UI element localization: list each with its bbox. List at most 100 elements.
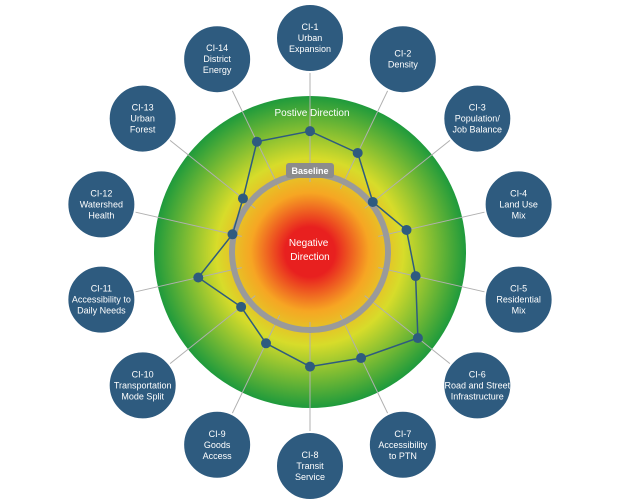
indicator-label-line: Density [388,60,419,70]
indicator-label-line: Access [203,451,233,461]
indicator-label-line: CI-4 [510,188,527,198]
spoke-line [364,295,452,365]
spoke-line [339,89,389,190]
indicator-label-line: Accessibility [378,440,428,450]
indicator-label-line: CI-2 [394,49,411,59]
indicator-point [227,229,238,240]
indicator-label-line: Daily Needs [77,306,126,316]
indicator-label-line: Mix [512,210,526,220]
indicator-label-line: Energy [203,65,232,75]
spoke-line [378,267,486,293]
indicator-node-circle [442,83,513,154]
indicator-label-line: CI-7 [394,429,411,439]
indicator-label-line: Service [295,472,325,482]
negative-direction-label: Negative Direction [289,238,331,263]
indicator-node-circle [66,264,137,335]
indicator-label-line: Urban [130,114,155,124]
gradient-disc [154,96,466,408]
indicator-label-line: Forest [130,125,156,135]
indicator-label-line: Job Balance [453,125,503,135]
spoke-line [231,314,281,415]
indicator-label-line: CI-14 [206,43,228,53]
indicator-node-circle [107,350,178,421]
indicator-node-circle [367,409,438,480]
spoke-line [364,139,452,209]
negative-direction-line: Negative [289,238,329,249]
spoke-line [378,211,486,237]
indicator-label-line: Residential [496,295,541,305]
indicator-node-circle [367,24,438,95]
indicator-point [356,353,367,364]
indicator-point [352,147,363,158]
indicator-point [237,193,248,204]
indicator-label-line: CI-12 [90,188,112,198]
indicator-point [261,338,272,349]
indicator-point [251,136,262,147]
indicator-label-line: CI-1 [301,22,318,32]
indicator-node-circle [483,169,554,240]
negative-direction-line: Direction [290,252,329,263]
indicator-node-circle [275,3,345,73]
indicator-label-line: Transit [296,461,324,471]
indicator-node-circle [442,350,513,421]
indicator-label-line: CI-8 [301,450,318,460]
indicator-label-line: CI-5 [510,284,527,294]
indicator-point [305,361,315,372]
indicator-label-line: Accessibility to [72,295,131,305]
indicator-label-line: Urban [298,33,323,43]
indicator-node-circle [275,431,345,501]
indicator-point [193,272,204,283]
indicator-label-line: CI-10 [132,369,154,379]
indicator-label-line: Mix [512,306,526,316]
indicator-point [412,333,423,344]
spoke-line [339,314,389,415]
indicator-point [401,224,412,235]
positive-direction-label: Postive Direction [274,108,349,119]
indicator-label-line: Watershed [80,199,123,209]
baseline-tag [286,163,334,178]
indicator-label-line: Land Use [499,199,538,209]
indicator-label-line: CI-11 [91,284,112,294]
indicator-label-line: Transportation [114,380,172,390]
baseline-label: Baseline [291,166,328,176]
indicator-label-line: CI-13 [132,103,154,113]
indicator-label-line: Expansion [289,44,331,54]
indicator-label-line: Goods [204,440,231,450]
spoke-line [134,211,242,237]
indicator-point [410,271,421,282]
indicator-label-line: Health [88,210,114,220]
indicator-point [236,301,247,312]
indicator-label-line: CI-3 [469,103,486,113]
indicator-points [193,126,423,372]
indicator-label-line: District [203,54,231,64]
indicator-node-circle [66,169,137,240]
